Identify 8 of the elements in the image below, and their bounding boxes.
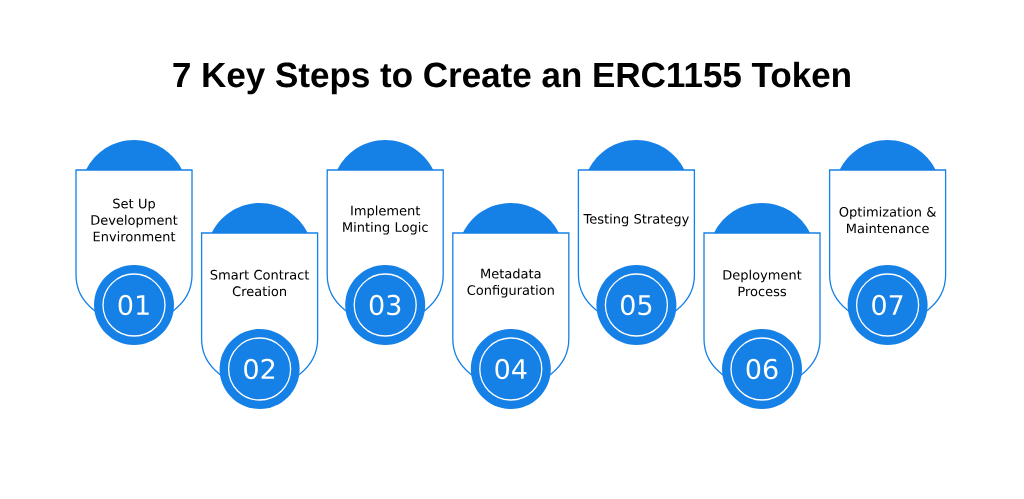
number-badge: 02 (219, 329, 300, 409)
number-badge: 04 (470, 329, 551, 409)
number-badge: 03 (345, 265, 426, 345)
number-badge: 07 (847, 265, 928, 345)
number-badge: 01 (94, 265, 174, 345)
number-badge: 05 (596, 265, 677, 345)
title: 7 Key Steps to Create an ERC1155 Token (173, 61, 850, 95)
number-badge: 06 (722, 329, 802, 409)
